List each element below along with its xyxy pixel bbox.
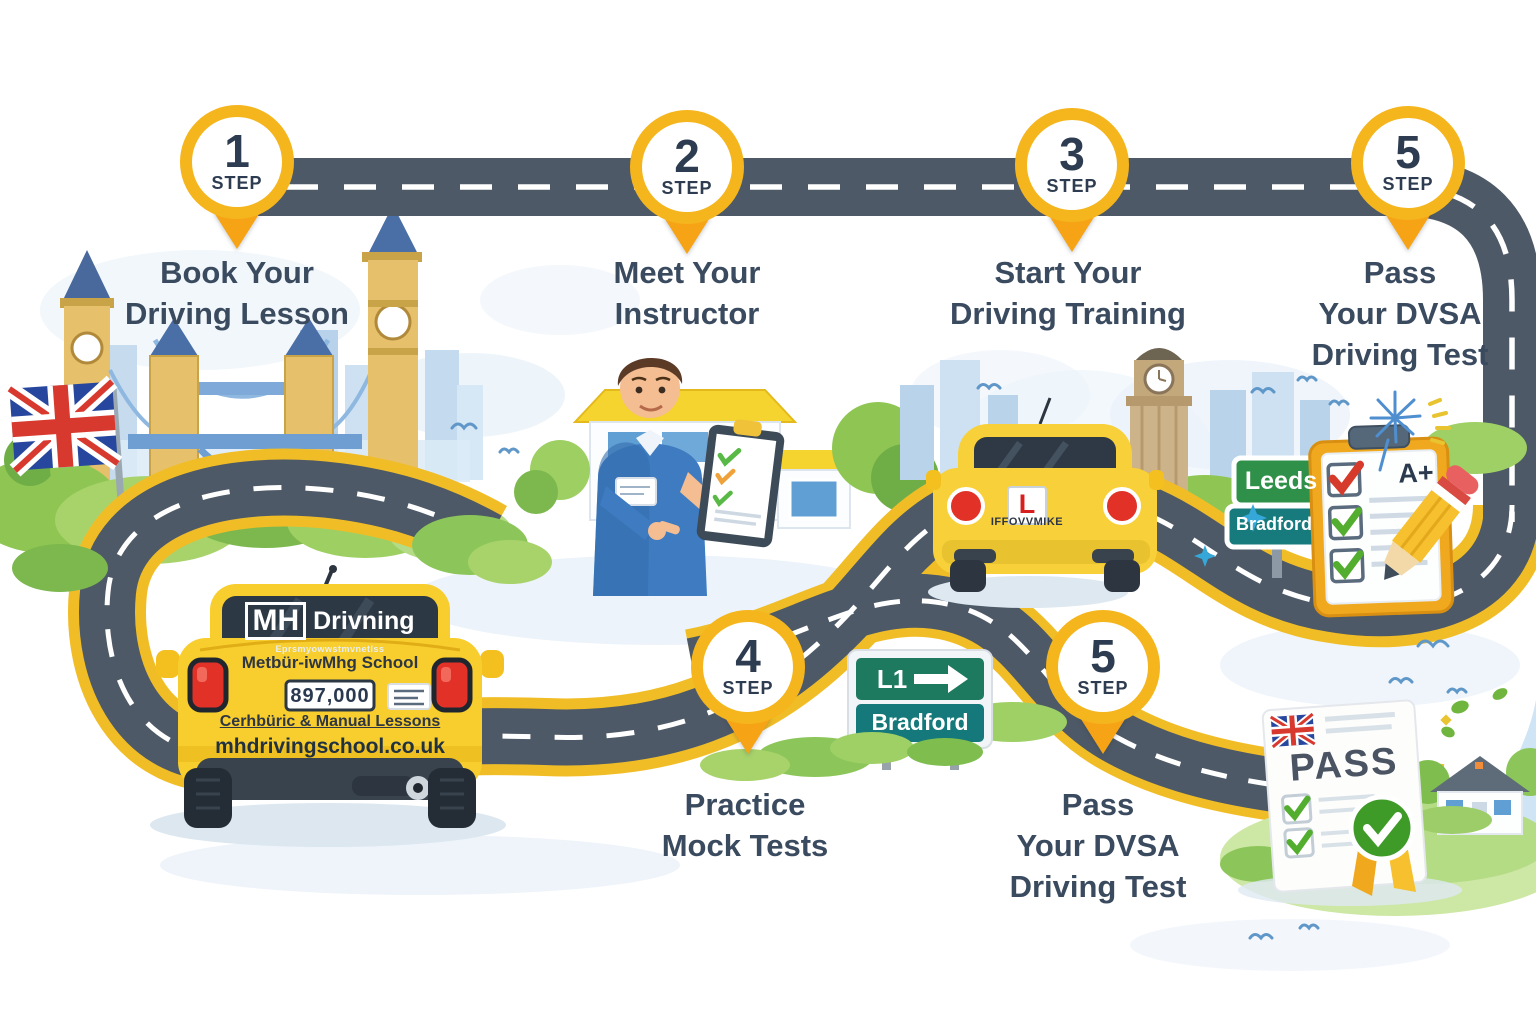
- school-car-illustration: [150, 565, 506, 847]
- route-sign: [830, 649, 993, 770]
- step-marker-circle: 1 STEP: [180, 105, 294, 219]
- instructor-illustration: [593, 357, 785, 596]
- step-title-5-bottom: Pass Your DVSA Driving Test: [1009, 787, 1187, 904]
- school-car-website: mhdrivingschool.co.uk: [215, 735, 445, 758]
- step-title-2: Meet Your Instructor: [613, 255, 761, 331]
- step-marker-1: 1 STEP: [180, 105, 294, 249]
- floating-leaves-icon: [1440, 688, 1508, 738]
- step-marker-5-bottom: 5 STEP: [1046, 610, 1160, 754]
- brand-initials: MH: [245, 602, 307, 640]
- sparkles-icon: [1194, 504, 1267, 567]
- arrow-right-icon: [914, 665, 968, 693]
- step-number: 2: [674, 129, 700, 182]
- bradford-sign-right-label: Bradford: [1236, 514, 1312, 534]
- step-number: 1: [224, 124, 250, 177]
- step-marker-circle: 2 STEP: [630, 110, 744, 224]
- pass-badge-icon: [1348, 794, 1416, 896]
- learner-car-bumper-text: IFFOVVMIKE: [990, 516, 1064, 528]
- step-label: STEP: [1077, 678, 1129, 699]
- route-sign-label: L1: [876, 664, 908, 694]
- bradford-sign-middle-label: Bradford: [871, 709, 969, 735]
- license-plate: 897,000: [290, 685, 370, 707]
- step-marker-5-top: 5 STEP: [1351, 106, 1465, 250]
- step-number: 3: [1059, 127, 1085, 180]
- step-title-4: Practice Mock Tests: [661, 787, 829, 863]
- step-number: 5: [1395, 125, 1421, 178]
- step-label: STEP: [211, 173, 263, 194]
- step-title-5-top: Pass Your DVSA Driving Test: [1311, 255, 1489, 372]
- step-number: 4: [735, 629, 761, 682]
- step-marker-2: 2 STEP: [630, 110, 744, 254]
- school-car-window-subtext: Eprsmyowwstmvnetlss: [275, 644, 385, 654]
- step-marker-3: 3 STEP: [1015, 108, 1129, 252]
- birds-icon: [450, 375, 1468, 941]
- step-label: STEP: [661, 178, 713, 199]
- school-car-brand: MH Drivning: [230, 602, 430, 640]
- fireworks-icon: [1369, 390, 1451, 472]
- school-car-trunk-text: Metbür-iwMhg School: [241, 653, 419, 672]
- school-car-services-text: Cerhbüric & Manual Lessons: [219, 713, 441, 730]
- step-marker-circle: 5 STEP: [1351, 106, 1465, 220]
- step-number: 5: [1090, 629, 1116, 682]
- clipboard-grade: A+: [1397, 457, 1435, 489]
- step-title-1: Book Your Driving Lesson: [125, 255, 349, 331]
- brand-name: Drivning: [313, 606, 415, 635]
- step-marker-circle: 5 STEP: [1046, 610, 1160, 724]
- pass-scene: [1220, 688, 1536, 916]
- learner-car-illustration: [926, 397, 1164, 608]
- pencil-icon: [1384, 465, 1479, 580]
- uk-flag-mini-icon: [1268, 711, 1317, 750]
- step-label: STEP: [722, 678, 774, 699]
- certificate-result: PASS: [1288, 740, 1400, 790]
- leeds-sign-label: Leeds: [1244, 467, 1318, 495]
- step-marker-circle: 3 STEP: [1015, 108, 1129, 222]
- step-label: STEP: [1382, 174, 1434, 195]
- clipboard-illustration: [1308, 424, 1479, 618]
- road-bushes: [12, 422, 1527, 781]
- uk-flag-icon: [4, 375, 129, 557]
- l-plate: L: [1018, 489, 1036, 519]
- step-marker-circle: 4 STEP: [691, 610, 805, 724]
- tower-bridge-icon: [108, 318, 374, 481]
- step-marker-4: 4 STEP: [691, 610, 805, 754]
- step-label: STEP: [1046, 176, 1098, 197]
- step-title-3: Start Your Driving Training: [950, 255, 1186, 331]
- big-ben-right-icon: [362, 205, 422, 482]
